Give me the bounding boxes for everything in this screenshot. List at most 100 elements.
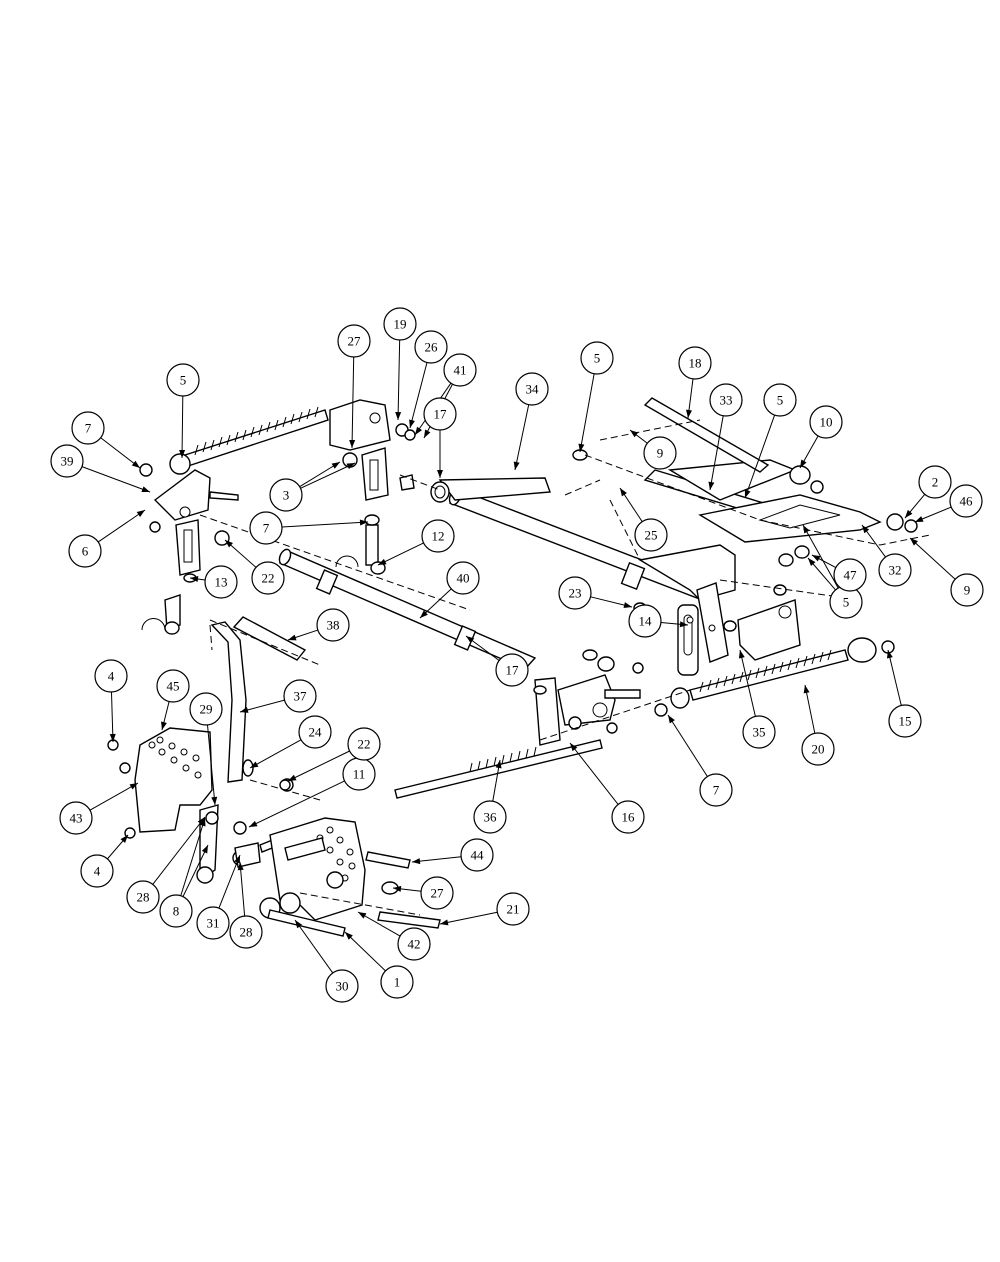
shift-lever [210, 621, 247, 783]
callout-label: 40 [457, 571, 470, 586]
callout-circle [347, 727, 381, 761]
leader-arrowhead [211, 796, 218, 805]
callout-24: 24 [298, 715, 332, 749]
callout-10: 10 [809, 405, 843, 439]
leader-line [97, 509, 146, 543]
leader-line [218, 854, 241, 909]
leader-line [351, 356, 355, 449]
leader-arrowhead [570, 743, 578, 752]
leader-arrowhead [359, 519, 368, 526]
callout-label: 28 [137, 890, 150, 905]
callout-label: 23 [569, 586, 582, 601]
callout-40: 40 [446, 561, 480, 595]
callout-circle [949, 484, 983, 518]
callout-circle [68, 534, 102, 568]
callout-circle [950, 573, 984, 607]
callout-label: 14 [639, 614, 653, 629]
callout-circle [414, 330, 448, 364]
callout-label: 5 [777, 393, 784, 408]
callout-circle [166, 363, 200, 397]
loose-hardware [279, 553, 794, 929]
leader-arrowhead [803, 685, 810, 694]
callout-circle [742, 715, 776, 749]
leader-arrowhead [466, 636, 475, 644]
callout-23: 23 [558, 576, 592, 610]
callout-circle [229, 915, 263, 949]
callout-circle [634, 518, 668, 552]
leader-arrowhead [393, 885, 402, 892]
leader-arrowhead [800, 459, 807, 468]
leader-arrowhead [679, 621, 688, 628]
callout-27: 27 [420, 876, 454, 910]
leader-line [239, 861, 246, 917]
callout-label: 5 [180, 373, 187, 388]
callout-circle [337, 324, 371, 358]
leader-line [81, 466, 151, 493]
leader-arrowhead [812, 555, 821, 562]
left-spring [139, 406, 329, 477]
leader-arrowhead [686, 409, 692, 418]
callout-35: 35 [742, 715, 776, 749]
leader-line [579, 373, 595, 453]
callout-44: 44 [460, 838, 494, 872]
leader-line [300, 462, 356, 489]
callout-circle [643, 436, 677, 470]
leader-arrowhead [744, 489, 751, 498]
callout-22: 22 [347, 727, 381, 761]
leader-arrowhead [345, 932, 353, 940]
callout-label: 22 [262, 571, 275, 586]
callout-14: 14 [628, 604, 662, 638]
callout-label: 37 [294, 689, 308, 704]
callout-42: 42 [397, 927, 431, 961]
right-bracket-plate [638, 544, 801, 676]
callout-39: 39 [50, 444, 84, 478]
callout-circle [420, 876, 454, 910]
callout-3: 3 [269, 478, 303, 512]
callout-label: 7 [263, 521, 270, 536]
leader-arrowhead [623, 602, 632, 609]
callout-label: 12 [432, 529, 445, 544]
leader-arrowhead [131, 460, 140, 468]
callout-label: 31 [207, 916, 220, 931]
callout-45: 45 [156, 669, 190, 703]
leader-arrowhead [578, 443, 585, 452]
callout-label: 20 [812, 742, 825, 757]
callout-label: 19 [394, 317, 407, 332]
leader-line [397, 339, 401, 421]
callout-label: 7 [713, 783, 720, 798]
leader-arrowhead [349, 439, 356, 448]
callout-circle [446, 561, 480, 595]
callout-46: 46 [949, 484, 983, 518]
threaded-rod [394, 703, 668, 799]
callout-circle [473, 800, 507, 834]
callout-circle [316, 608, 350, 642]
callout-label: 39 [61, 454, 74, 469]
leader-arrowhead [346, 463, 355, 470]
leader-arrowhead [197, 817, 205, 826]
leader-arrowhead [199, 818, 206, 827]
callout-29: 29 [189, 692, 223, 726]
leader-arrowhead [513, 461, 520, 470]
callout-label: 38 [327, 618, 340, 633]
callout-label: 21 [507, 902, 520, 917]
callout-label: 4 [94, 864, 101, 879]
callout-2: 2 [918, 465, 952, 499]
leader-arrowhead [910, 538, 918, 546]
callout-38: 38 [316, 608, 350, 642]
callout-label: 33 [720, 393, 733, 408]
leader-arrowhead [415, 426, 423, 435]
leader-line [514, 404, 530, 471]
callout-label: 44 [471, 848, 485, 863]
leader-line [357, 911, 401, 937]
leader-line [739, 649, 756, 717]
leader-arrowhead [886, 650, 893, 659]
leader-arrowhead [120, 835, 128, 844]
left-upper-bracket [141, 469, 239, 635]
leader-line [294, 919, 334, 974]
callout-7: 7 [249, 511, 283, 545]
callout-label: 3 [283, 488, 290, 503]
leader-line [744, 414, 776, 499]
callout-1: 1 [380, 965, 414, 999]
leader-arrowhead [708, 481, 715, 490]
